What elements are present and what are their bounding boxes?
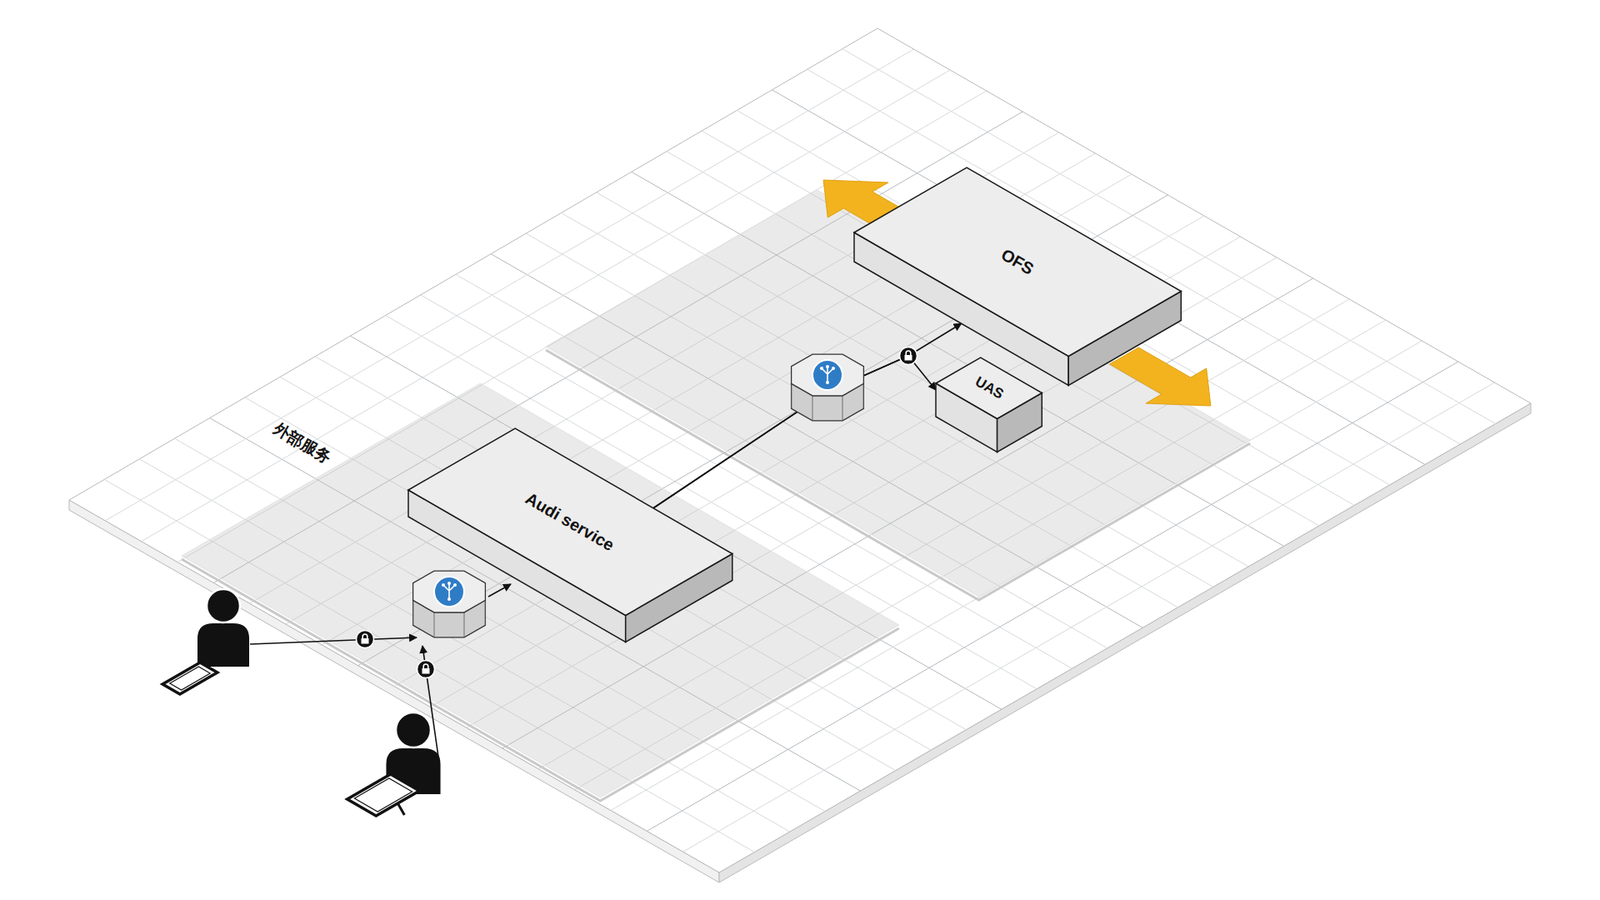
box-shape xyxy=(854,167,1183,388)
box-shape xyxy=(408,428,735,645)
scaling-arrow xyxy=(1110,347,1211,406)
zone-band-edge xyxy=(181,559,900,801)
lock-icon xyxy=(356,630,375,649)
access-line xyxy=(488,584,511,597)
box-shape xyxy=(935,357,1044,455)
iso-box: OFS xyxy=(854,167,1181,386)
platform-top xyxy=(69,28,1531,873)
iso-box: UAS xyxy=(935,357,1042,453)
monitor-icon xyxy=(347,774,420,816)
phone-icon xyxy=(162,662,218,695)
lock-icon xyxy=(417,660,435,679)
iso-box: Audi service xyxy=(408,428,733,643)
user-icon xyxy=(197,589,250,667)
gateway-icon xyxy=(413,570,486,638)
gateway-icon xyxy=(791,354,865,421)
access-line xyxy=(250,637,417,645)
connector xyxy=(653,323,962,508)
lock-icon xyxy=(900,347,918,365)
grid xyxy=(104,49,1495,853)
